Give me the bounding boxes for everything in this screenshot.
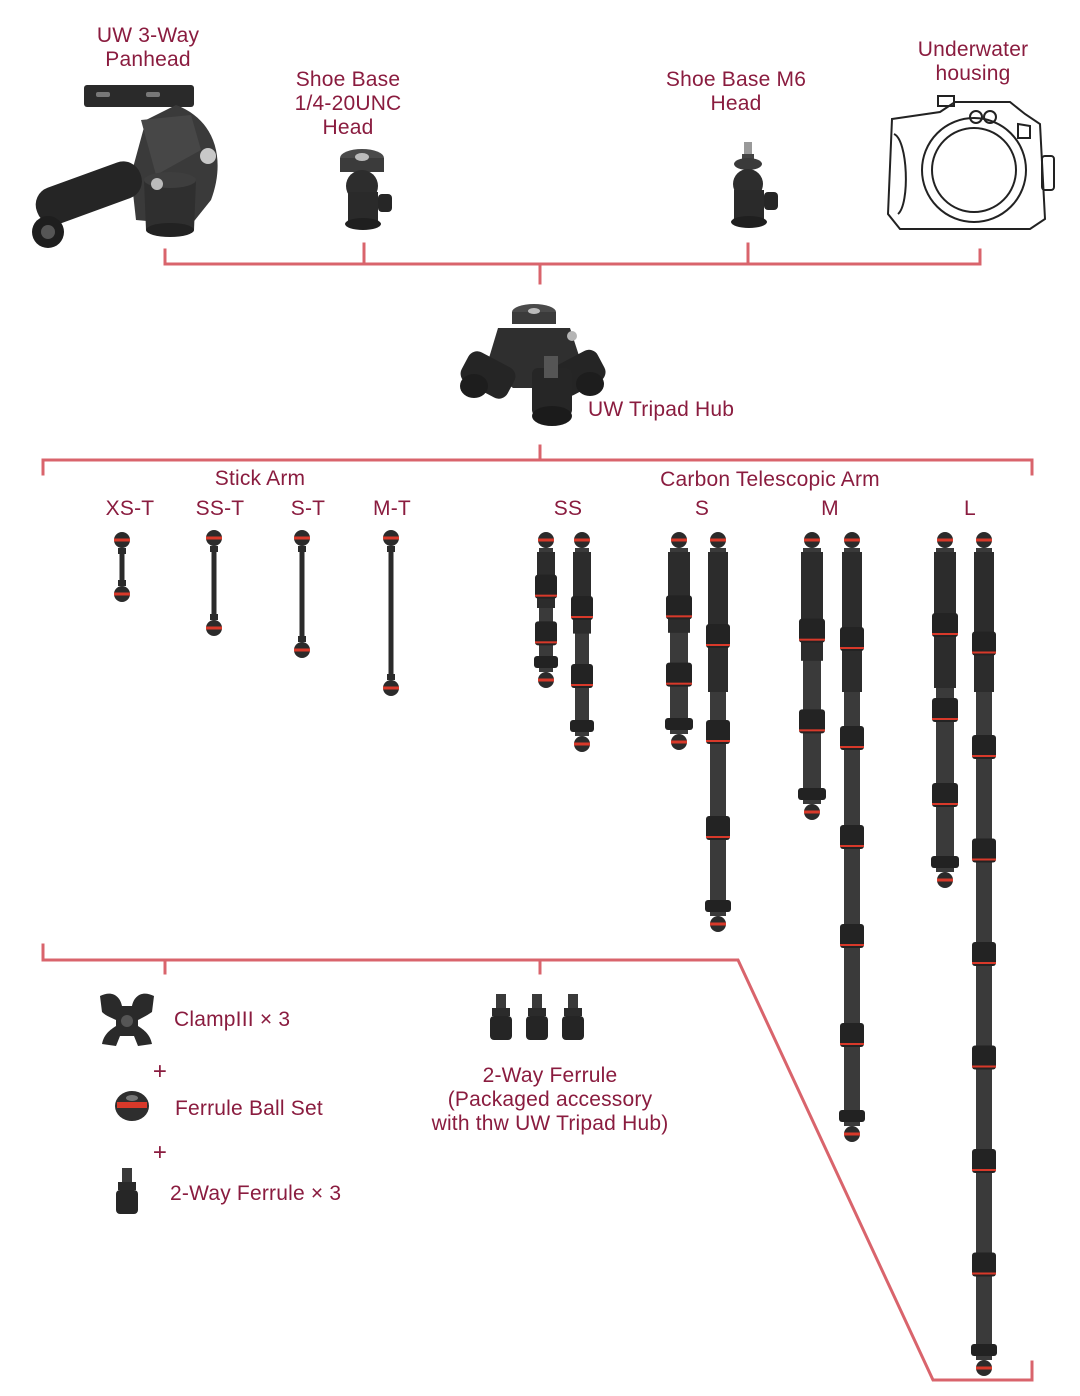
ball-head-icon [340,149,392,230]
arm-photo-icon [705,532,731,932]
arm-photo-icon [839,532,865,1142]
label-m-t: M-T [373,497,411,520]
label-s: S [694,497,710,520]
arms-bracket-line [41,458,1034,476]
arm-photo-icon [971,532,997,1376]
plus-sign-1: + [152,1058,168,1085]
panhead-photo-icon [32,85,218,248]
arm-photo-icon [206,530,222,636]
label-l: L [964,497,976,520]
arm-photo-icon [798,532,826,820]
arm-photo-icon [383,530,399,696]
label-ferrule-x3: 2-Way Ferrule × 3 [170,1182,342,1205]
label-housing: Underwater housing [917,38,1029,85]
bottom-bracket-line [41,943,1034,1382]
label-clamp: ClampIII × 3 [174,1008,291,1031]
label-ferrule-packaged: 2-Way Ferrule (Packaged accessory with t… [431,1064,669,1135]
label-ball-set: Ferrule Ball Set [175,1097,323,1120]
arm-photo-icon [931,532,959,888]
plus-sign-2: + [152,1139,168,1166]
ferrule-icon [116,1168,138,1214]
arm-photo-icon [114,532,130,602]
arm-photo-icon [534,532,558,688]
ferrule-icon [490,994,584,1040]
label-panhead: UW 3-Way Panhead [96,24,200,71]
label-hub: UW Tripad Hub [588,398,735,421]
label-shoe-m6: Shoe Base M6 Head [665,68,807,115]
tripod-hub-icon [460,304,606,426]
arm-photo-icon [665,532,693,750]
clamp-icon [100,993,154,1046]
label-carbon-arm: Carbon Telescopic Arm [660,468,880,491]
top-bracket-line [163,248,982,266]
label-m: M [821,497,839,520]
label-xs-t: XS-T [105,497,155,520]
ferrule-ball-icon [115,1091,149,1121]
label-s-t: S-T [290,497,326,520]
ball-head-icon [731,142,778,228]
arm-photo-icon [570,532,594,752]
label-ss-t: SS-T [195,497,245,520]
camera-housing-icon [886,95,1055,230]
label-ss: SS [553,497,583,520]
arm-photo-icon [294,530,310,658]
label-stick-arm: Stick Arm [214,467,306,490]
label-shoe-unc: Shoe Base 1/4-20UNC Head [294,68,402,139]
